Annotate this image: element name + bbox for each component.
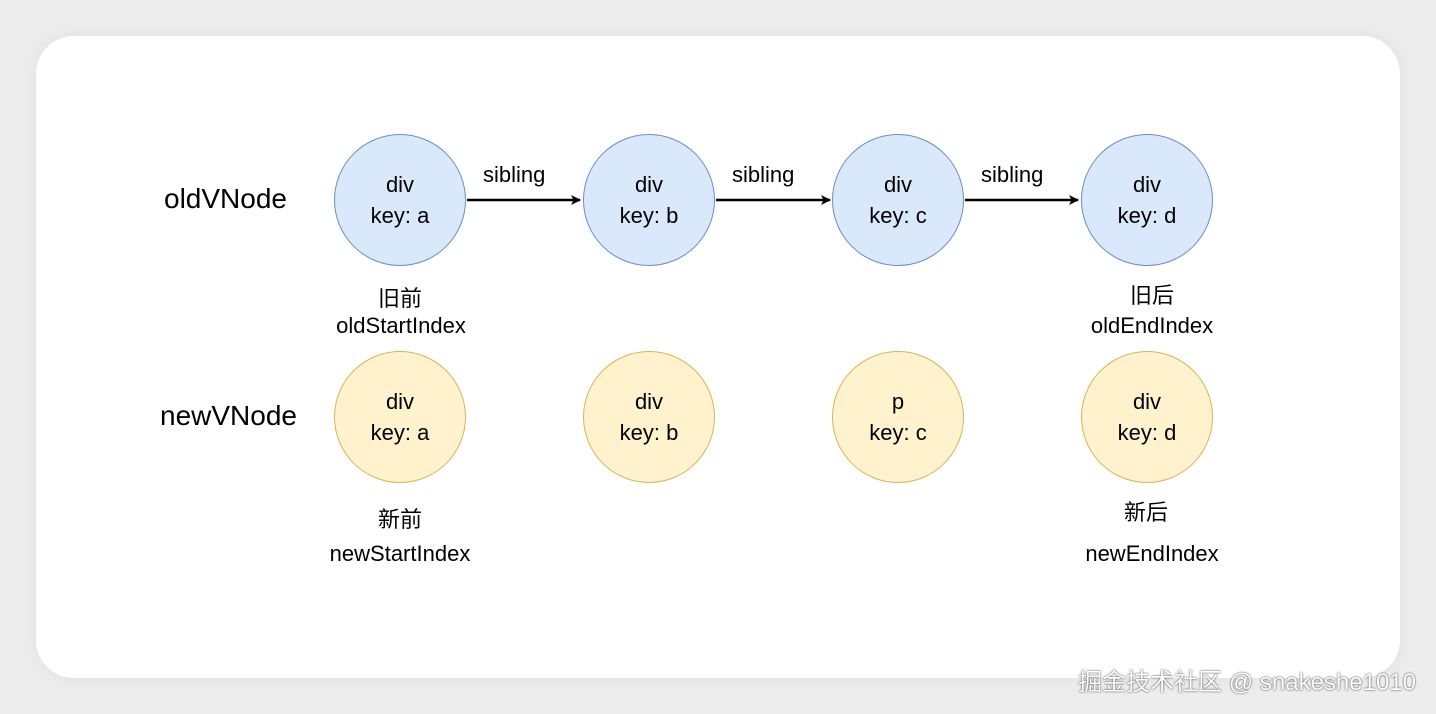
new-node-a: div key: a <box>334 351 466 483</box>
edge-label-3: sibling <box>981 162 1044 187</box>
new-vnode-label: newVNode <box>160 400 297 431</box>
node-tag: div <box>1132 389 1162 414</box>
old-node-c: div key: c <box>832 134 964 266</box>
new-start-index: newStartIndex <box>329 541 471 566</box>
node-key: key: a <box>370 203 430 228</box>
node-tag: div <box>385 389 415 414</box>
node-tag: p <box>891 389 905 414</box>
old-vnode-label: oldVNode <box>164 183 287 214</box>
old-start-cn: 旧前 <box>377 286 423 311</box>
new-node-c: p key: c <box>832 351 964 483</box>
new-node-d: div key: d <box>1081 351 1213 483</box>
node-tag: div <box>883 172 913 197</box>
watermark-text: 掘金技术社区 @ snakeshe1010 <box>1078 669 1416 696</box>
node-key: key: c <box>869 203 927 228</box>
node-key: key: b <box>619 203 679 228</box>
new-end-index: newEndIndex <box>1085 541 1219 566</box>
edge-label-1: sibling <box>483 162 546 187</box>
new-node-b: div key: b <box>583 351 715 483</box>
node-key: key: b <box>619 420 679 445</box>
edge-label-2: sibling <box>732 162 795 187</box>
node-key: key: d <box>1117 420 1177 445</box>
old-node-b: div key: b <box>583 134 715 266</box>
old-node-d: div key: d <box>1081 134 1213 266</box>
old-start-index: oldStartIndex <box>336 313 466 338</box>
old-end-index: oldEndIndex <box>1090 313 1214 338</box>
node-key: key: c <box>869 420 927 445</box>
node-tag: div <box>1132 172 1162 197</box>
node-tag: div <box>634 389 664 414</box>
old-end-cn: 旧后 <box>1129 283 1175 308</box>
node-key: key: d <box>1117 203 1177 228</box>
new-start-cn: 新前 <box>377 507 423 532</box>
node-key: key: a <box>370 420 430 445</box>
node-tag: div <box>634 172 664 197</box>
new-end-cn: 新后 <box>1123 500 1169 525</box>
node-tag: div <box>385 172 415 197</box>
old-node-a: div key: a <box>334 134 466 266</box>
